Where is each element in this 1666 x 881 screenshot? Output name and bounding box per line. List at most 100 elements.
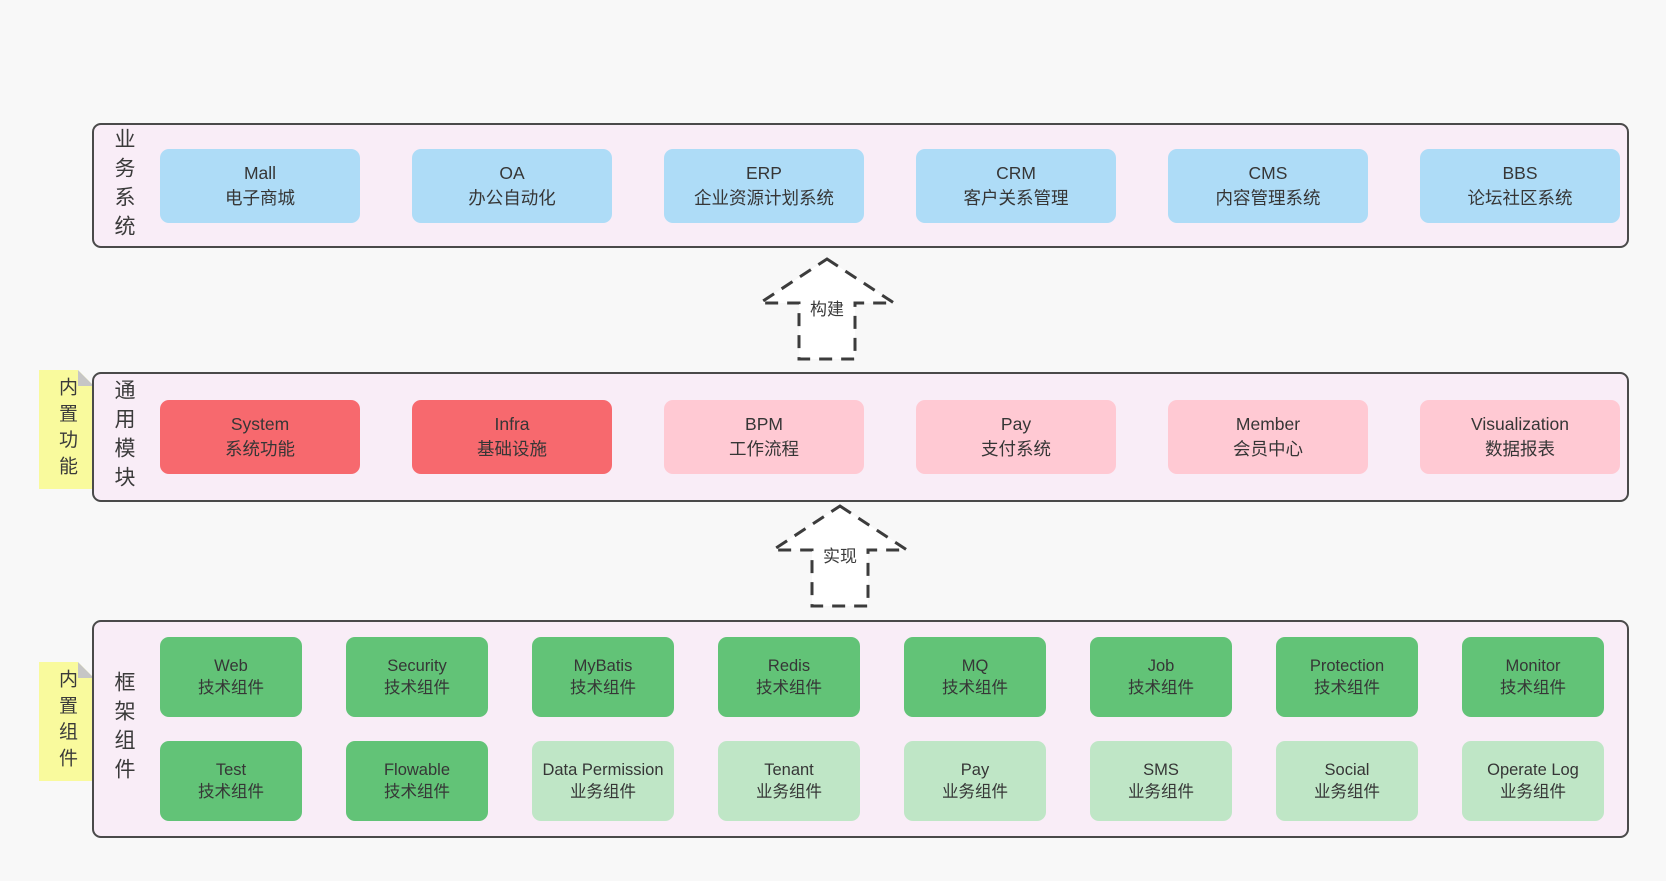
box-mall-desc: 电子商城 xyxy=(225,187,295,208)
box-infra: Infra 基础设施 xyxy=(412,400,612,474)
box-operate-log-name: Operate Log xyxy=(1487,761,1579,779)
box-bpm-name: BPM xyxy=(745,414,783,434)
box-social: Social 业务组件 xyxy=(1276,741,1418,821)
box-system-name: System xyxy=(230,414,290,434)
box-job-desc: 技术组件 xyxy=(1128,679,1194,697)
box-system: System 系统功能 xyxy=(160,400,360,474)
box-mybatis: MyBatis 技术组件 xyxy=(532,637,674,717)
box-visualization-desc: 数据报表 xyxy=(1485,439,1555,459)
box-redis-desc: 技术组件 xyxy=(756,679,822,697)
box-social-name: Social xyxy=(1324,761,1370,779)
framework-components-row-1: Web 技术组件 Security 技术组件 MyBatis 技术组件 Redi… xyxy=(160,637,1604,717)
box-pay-system-name: Pay xyxy=(1000,414,1032,434)
box-web-desc: 技术组件 xyxy=(198,679,264,697)
sticky-built-in-components: 内置组件 xyxy=(39,662,94,781)
box-erp-desc: 企业资源计划系统 xyxy=(694,187,834,208)
arrow-implement-label: 实现 xyxy=(820,541,860,568)
common-modules-boxes: System 系统功能 Infra 基础设施 BPM 工作流程 Pay 支付系统… xyxy=(160,374,1620,500)
box-flowable-name: Flowable xyxy=(383,761,451,779)
box-job-name: Job xyxy=(1147,657,1175,675)
box-crm: CRM 客户关系管理 xyxy=(916,148,1116,223)
box-social-desc: 业务组件 xyxy=(1314,783,1380,801)
band-common-modules-label: 通用模块 xyxy=(112,379,135,495)
box-operate-log: Operate Log 业务组件 xyxy=(1462,741,1604,821)
box-web: Web 技术组件 xyxy=(160,637,302,717)
band-business-systems: 业务系统 Mall 电子商城 OA 办公自动化 ERP 企业资源计划系统 CRM… xyxy=(92,123,1629,248)
box-mybatis-desc: 技术组件 xyxy=(570,679,636,697)
box-cms-name: CMS xyxy=(1248,162,1288,183)
box-cms: CMS 内容管理系统 xyxy=(1168,148,1368,223)
box-data-permission-name: Data Permission xyxy=(542,761,664,779)
box-test: Test 技术组件 xyxy=(160,741,302,821)
box-pay-business-desc: 业务组件 xyxy=(942,783,1008,801)
box-erp-name: ERP xyxy=(746,162,782,183)
box-crm-name: CRM xyxy=(996,162,1036,183)
box-pay-system: Pay 支付系统 xyxy=(916,400,1116,474)
box-job: Job 技术组件 xyxy=(1090,637,1232,717)
box-pay-business: Pay 业务组件 xyxy=(904,741,1046,821)
box-mq-name: MQ xyxy=(961,657,989,675)
box-member: Member 会员中心 xyxy=(1168,400,1368,474)
framework-components-rows: Web 技术组件 Security 技术组件 MyBatis 技术组件 Redi… xyxy=(152,622,1604,836)
box-mq: MQ 技术组件 xyxy=(904,637,1046,717)
band-common-modules: 通用模块 System 系统功能 Infra 基础设施 BPM 工作流程 Pay… xyxy=(92,372,1629,502)
box-protection: Protection 技术组件 xyxy=(1276,637,1418,717)
box-member-desc: 会员中心 xyxy=(1233,439,1303,459)
sticky-built-in-features: 内置功能 xyxy=(39,370,94,489)
box-oa-desc: 办公自动化 xyxy=(468,187,556,208)
band-framework-components-label: 框架组件 xyxy=(112,671,135,787)
box-test-desc: 技术组件 xyxy=(198,783,264,801)
sticky-built-in-components-label: 内置组件 xyxy=(56,669,77,774)
box-flowable: Flowable 技术组件 xyxy=(346,741,488,821)
box-bbs-name: BBS xyxy=(1502,162,1538,183)
box-redis: Redis 技术组件 xyxy=(718,637,860,717)
box-tenant-name: Tenant xyxy=(764,761,814,779)
box-operate-log-desc: 业务组件 xyxy=(1500,783,1566,801)
arrow-build-label: 构建 xyxy=(807,294,847,321)
box-erp: ERP 企业资源计划系统 xyxy=(664,148,864,223)
box-infra-name: Infra xyxy=(494,414,530,434)
box-mybatis-name: MyBatis xyxy=(573,657,633,675)
box-protection-name: Protection xyxy=(1309,657,1385,675)
box-security: Security 技术组件 xyxy=(346,637,488,717)
box-pay-business-name: Pay xyxy=(960,761,990,779)
box-visualization-name: Visualization xyxy=(1471,414,1569,434)
box-member-name: Member xyxy=(1235,414,1301,434)
arrow-build: 构建 xyxy=(757,256,897,362)
box-bpm: BPM 工作流程 xyxy=(664,400,864,474)
box-tenant: Tenant 业务组件 xyxy=(718,741,860,821)
box-data-permission-desc: 业务组件 xyxy=(570,783,636,801)
business-systems-boxes: Mall 电子商城 OA 办公自动化 ERP 企业资源计划系统 CRM 客户关系… xyxy=(160,125,1620,246)
box-security-desc: 技术组件 xyxy=(384,679,450,697)
box-tenant-desc: 业务组件 xyxy=(756,783,822,801)
box-monitor-name: Monitor xyxy=(1505,657,1561,675)
box-flowable-desc: 技术组件 xyxy=(384,783,450,801)
box-web-name: Web xyxy=(214,657,248,675)
box-mall: Mall 电子商城 xyxy=(160,148,360,223)
box-bbs-desc: 论坛社区系统 xyxy=(1467,187,1573,208)
box-bbs: BBS 论坛社区系统 xyxy=(1420,148,1620,223)
box-system-desc: 系统功能 xyxy=(225,439,295,459)
framework-components-row-2: Test 技术组件 Flowable 技术组件 Data Permission … xyxy=(160,741,1604,821)
box-infra-desc: 基础设施 xyxy=(477,439,547,459)
box-sms: SMS 业务组件 xyxy=(1090,741,1232,821)
box-oa-name: OA xyxy=(499,162,525,183)
box-mq-desc: 技术组件 xyxy=(942,679,1008,697)
box-bpm-desc: 工作流程 xyxy=(729,439,799,459)
folded-corner-icon xyxy=(78,662,94,678)
box-cms-desc: 内容管理系统 xyxy=(1215,187,1321,208)
band-business-systems-label: 业务系统 xyxy=(112,127,135,244)
box-security-name: Security xyxy=(387,657,447,675)
box-monitor-desc: 技术组件 xyxy=(1500,679,1566,697)
arrow-implement: 实现 xyxy=(770,503,910,609)
box-monitor: Monitor 技术组件 xyxy=(1462,637,1604,717)
box-pay-system-desc: 支付系统 xyxy=(981,439,1051,459)
box-visualization: Visualization 数据报表 xyxy=(1420,400,1620,474)
box-sms-name: SMS xyxy=(1143,761,1179,779)
box-sms-desc: 业务组件 xyxy=(1128,783,1194,801)
folded-corner-icon xyxy=(78,370,94,386)
box-redis-name: Redis xyxy=(767,657,811,675)
box-oa: OA 办公自动化 xyxy=(412,148,612,223)
box-crm-desc: 客户关系管理 xyxy=(963,187,1069,208)
band-framework-components: 框架组件 Web 技术组件 Security 技术组件 MyBatis 技术组件… xyxy=(92,620,1629,838)
